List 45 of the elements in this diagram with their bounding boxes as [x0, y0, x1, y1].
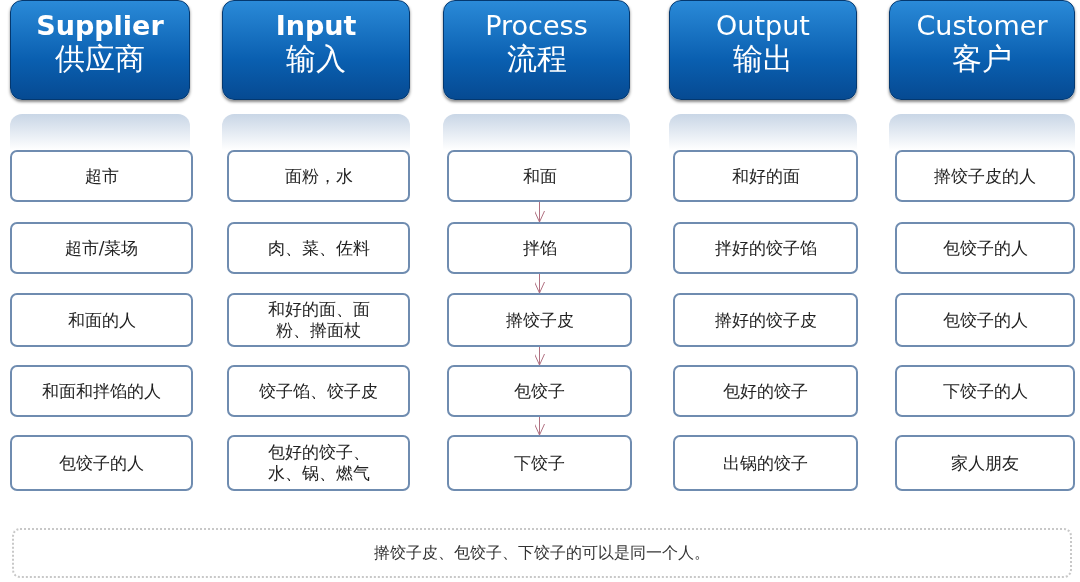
- process-box: 饺子馅、饺子皮: [227, 365, 410, 417]
- header-title: Supplier: [35, 11, 165, 41]
- process-box: 和好的面、面粉、擀面杖: [227, 293, 410, 347]
- process-box: 超市/菜场: [10, 222, 193, 274]
- header-box: [10, 0, 190, 100]
- process-box: 包饺子的人: [895, 293, 1075, 347]
- arrow: [534, 346, 545, 366]
- arrow: [534, 201, 545, 223]
- process-box: 擀饺子皮的人: [895, 150, 1075, 202]
- process-box: 下饺子: [447, 435, 632, 491]
- process-box: 包好的饺子: [673, 365, 858, 417]
- process-box: 面粉，水: [227, 150, 410, 202]
- header-subtitle: 输出: [732, 41, 794, 77]
- header-box: [222, 0, 410, 100]
- process-box: 超市: [10, 150, 193, 202]
- process-box: 家人朋友: [895, 435, 1075, 491]
- header-title: Output: [715, 11, 811, 41]
- arrow: [534, 273, 545, 294]
- header-box: [669, 0, 857, 100]
- header-subtitle: 输入: [285, 41, 347, 77]
- process-box: 和面和拌馅的人: [10, 365, 193, 417]
- process-box: 下饺子的人: [895, 365, 1075, 417]
- header-subtitle: 客户: [951, 41, 1013, 77]
- process-box: 和面的人: [10, 293, 193, 347]
- process-box: 包好的饺子、水、锅、燃气: [227, 435, 410, 491]
- note-box: 擀饺子皮、包饺子、下饺子的可以是同一个人。: [12, 528, 1072, 578]
- process-box: 包饺子: [447, 365, 632, 417]
- header-title: Input: [274, 11, 358, 41]
- process-box: 拌馅: [447, 222, 632, 274]
- process-box: 包饺子的人: [895, 222, 1075, 274]
- process-box: 和面: [447, 150, 632, 202]
- process-box: 和好的面: [673, 150, 858, 202]
- header-subtitle: 供应商: [54, 41, 146, 77]
- header-subtitle: 流程: [505, 41, 568, 77]
- process-box: 包饺子的人: [10, 435, 193, 491]
- process-box: 擀好的饺子皮: [673, 293, 858, 347]
- process-box: 肉、菜、佐料: [227, 222, 410, 274]
- arrow: [534, 416, 545, 436]
- header-title: Customer: [915, 11, 1049, 41]
- header-box: [889, 0, 1075, 100]
- process-box: 拌好的饺子馅: [673, 222, 858, 274]
- process-box: 出锅的饺子: [673, 435, 858, 491]
- header-title: Process: [484, 11, 589, 41]
- header-box: [443, 0, 630, 100]
- process-box: 擀饺子皮: [447, 293, 632, 347]
